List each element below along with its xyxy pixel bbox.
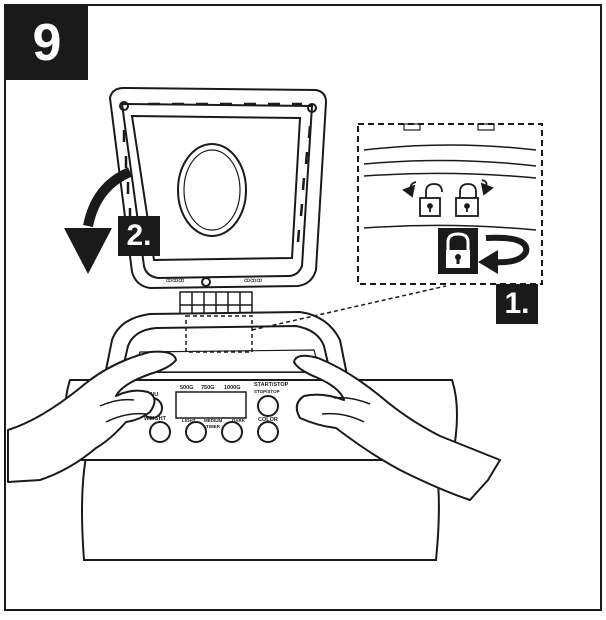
step-2-label: 2. <box>118 216 160 256</box>
control-panel <box>141 391 279 443</box>
color-option-2: MEDIUM <box>204 418 222 423</box>
color-option-1: LIGHT <box>182 418 196 423</box>
callout-leader <box>251 285 447 331</box>
open-lid: ꝏꝏꝏ ꝏꝏꝏ <box>108 86 328 290</box>
weight-option-3: 1000G <box>224 385 241 391</box>
right-hand <box>293 354 501 501</box>
start-label: START/STOP <box>254 382 289 388</box>
start-sub-label: STOP/STOP <box>254 389 280 394</box>
color-label: COLOR <box>258 417 278 423</box>
lock-icon <box>455 183 479 217</box>
weight-option-1: 500G <box>180 385 193 391</box>
left-hand <box>7 350 177 483</box>
weight-option-2: 750G <box>201 385 214 391</box>
curved-arrow-down-icon <box>64 167 133 274</box>
svg-text:ꝏꝏꝏ: ꝏꝏꝏ <box>166 278 184 284</box>
step-1-label: 1. <box>496 284 538 324</box>
weight-label: WEIGHT <box>144 416 167 422</box>
color-option-3: DARK <box>232 418 246 423</box>
timer-label: TIMER <box>206 424 221 429</box>
small-rotate-arrows <box>402 179 494 198</box>
rotate-arrow-icon <box>478 234 530 274</box>
step-number-badge: 9 <box>6 6 88 80</box>
svg-text:ꝏꝏꝏ: ꝏꝏꝏ <box>244 278 262 284</box>
unlock-icon <box>419 183 443 217</box>
lock-icon <box>438 228 478 274</box>
hinge-callout-box <box>185 315 253 353</box>
border <box>4 4 602 611</box>
